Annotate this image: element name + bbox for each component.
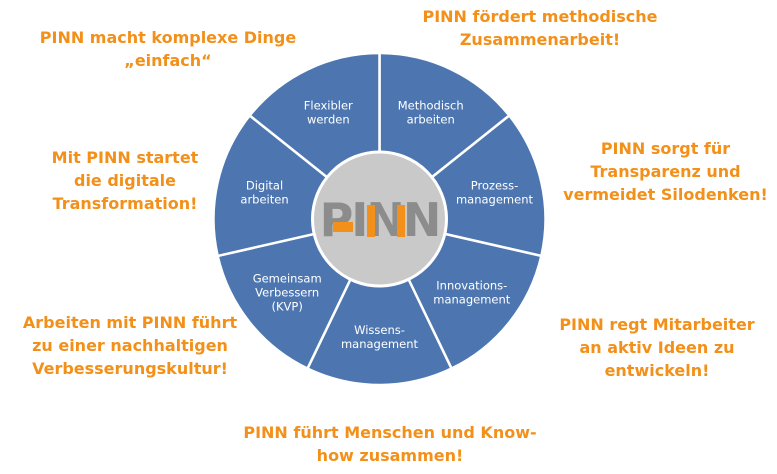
callout-line: entwickeln! <box>604 361 710 380</box>
wheel-segment-label: management <box>433 293 511 307</box>
wheel-segment-label: Prozess- <box>471 179 519 193</box>
callout-line: PINN regt Mitarbeiter <box>559 315 755 334</box>
callout-line: vermeidet Silodenken! <box>563 185 768 204</box>
wheel-segment-label: arbeiten <box>240 193 288 207</box>
pinn-logo-accent-bar <box>333 222 353 232</box>
wheel-segment-label: werden <box>307 113 350 127</box>
callout-line: PINN fördert methodische <box>422 7 658 26</box>
callout-line: „einfach“ <box>124 51 212 70</box>
wheel-segment-label: management <box>456 193 534 207</box>
callout-komplexe-dinge: PINN macht komplexe Dinge „einfach“ <box>18 26 318 72</box>
wheel-segment-label: management <box>341 337 419 351</box>
callout-digitale-transformation: Mit PINN startet die digitale Transforma… <box>20 146 230 215</box>
wheel-segment-label: Digital <box>246 179 283 193</box>
callout-ideen-entwickeln: PINN regt Mitarbeiter an aktiv Ideen zu … <box>547 313 767 382</box>
callout-line: Mit PINN startet <box>51 148 199 167</box>
callout-line: PINN führt Menschen und Know- <box>243 423 537 442</box>
wheel-segment-label: Gemeinsam <box>253 272 322 286</box>
pinn-logo: PINN <box>320 193 442 247</box>
callout-line: how zusammen! <box>316 446 464 465</box>
pinn-logo-accent-bar <box>397 205 405 237</box>
callout-menschen-knowhow: PINN führt Menschen und Know- how zusamm… <box>230 421 550 467</box>
callout-line: Arbeiten mit PINN führt <box>22 313 238 332</box>
callout-verbesserungskultur: Arbeiten mit PINN führt zu einer nachhal… <box>5 311 255 380</box>
pinn-logo-accent-bar <box>367 205 375 237</box>
callout-line: zu einer nachhaltigen <box>32 336 228 355</box>
wheel-hub <box>311 150 448 288</box>
wheel-segment-label: Wissens- <box>354 323 405 337</box>
callout-line: an aktiv Ideen zu <box>579 338 735 357</box>
callout-methodische-zusammenarbeit: PINN fördert methodische Zusammenarbeit! <box>400 5 680 51</box>
wheel-segment-label: arbeiten <box>407 113 455 127</box>
callout-line: Zusammenarbeit! <box>459 30 621 49</box>
callout-line: Verbesserungskultur! <box>32 359 228 378</box>
callout-transparenz: PINN sorgt für Transparenz und vermeidet… <box>558 137 773 206</box>
callout-line: Transformation! <box>52 194 198 213</box>
wheel-segment-label: (KVP) <box>272 300 303 314</box>
callout-line: PINN macht komplexe Dinge <box>39 28 297 47</box>
callout-line: die digitale <box>73 171 176 190</box>
callout-line: PINN sorgt für <box>600 139 731 158</box>
wheel-segment-label: Methodisch <box>398 99 464 113</box>
wheel-segments: MethodischarbeitenProzess-managementInno… <box>212 51 547 387</box>
wheel-segment-label: Flexibler <box>304 99 353 113</box>
wheel-segment-label: Verbessern <box>255 286 319 300</box>
wheel-segment-label: Innovations- <box>436 279 507 293</box>
callout-line: Transparenz und <box>590 162 741 181</box>
pinn-logo-text: PINN <box>320 193 440 247</box>
